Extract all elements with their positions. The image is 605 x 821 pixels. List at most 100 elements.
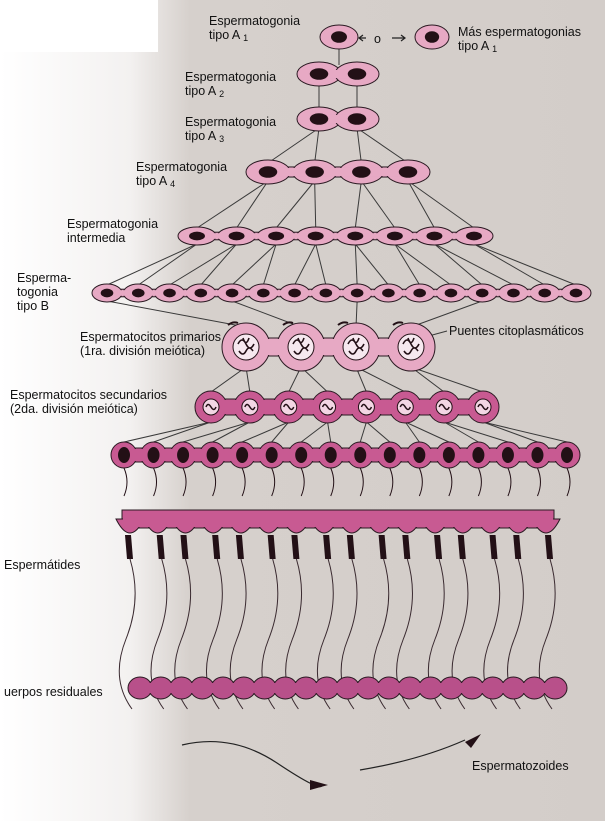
flagellum-line xyxy=(154,468,157,496)
lineage-line xyxy=(483,422,567,442)
flagellum-line xyxy=(508,468,511,496)
sperm-head xyxy=(379,535,387,559)
spermatid-nucleus xyxy=(384,447,396,463)
spermatid-nucleus xyxy=(118,447,130,463)
lineage-line xyxy=(170,244,237,285)
lineage-line xyxy=(366,422,389,442)
spermatogonia-intermediate-nucleus xyxy=(268,232,284,241)
lineage-line xyxy=(201,244,237,285)
spermatogonia-b-nucleus xyxy=(538,289,551,298)
lineage-line xyxy=(444,422,478,442)
spermatozoon-head xyxy=(310,780,328,790)
spermatogonia-b-nucleus xyxy=(226,289,239,298)
label-secondary: Espermatocitos secundarios (2da. divisió… xyxy=(10,388,167,416)
primary-nucleus xyxy=(233,334,259,360)
sperm-head xyxy=(434,535,442,559)
lineage-line xyxy=(395,244,451,285)
spermatid-nucleus xyxy=(148,447,160,463)
more-spermatogonia-a1-nucleus xyxy=(425,31,439,43)
spermatid-nucleus xyxy=(413,447,425,463)
elongated-band-fill xyxy=(123,511,553,527)
lineage-line xyxy=(237,181,268,228)
spermatid-nucleus xyxy=(472,447,484,463)
spermatid-bridge-fill xyxy=(124,449,567,461)
lineage-line xyxy=(295,244,316,285)
label-a4: Espermatogonia tipo A 4 xyxy=(136,160,227,191)
label-intermediate: Espermatogonia intermedia xyxy=(67,217,158,245)
sperm-head xyxy=(157,535,165,559)
spermatogonia-a4-nucleus xyxy=(259,166,277,178)
sperm-head xyxy=(347,535,355,559)
spermatogonia-a4-nucleus xyxy=(305,166,323,178)
spermatogonia-b-nucleus xyxy=(132,289,145,298)
label-a3: Espermatogonia tipo A 3 xyxy=(185,115,276,146)
primary-nucleus xyxy=(398,334,424,360)
sperm-head xyxy=(291,535,299,559)
sperm-head xyxy=(212,535,220,559)
lineage-line xyxy=(474,244,576,285)
sperm-head xyxy=(513,535,521,559)
lineage-line xyxy=(107,301,246,327)
primary-bridge-fill xyxy=(246,339,411,355)
sperm-head xyxy=(236,535,244,559)
spermatogonia-b-nucleus xyxy=(507,289,520,298)
lineage-line xyxy=(434,244,482,285)
spermatogonia-b-nucleus xyxy=(351,289,364,298)
flagellum-line xyxy=(449,468,452,496)
flagellum-line xyxy=(537,468,540,496)
lineage-line xyxy=(355,244,357,285)
spermatogonia-b-nucleus xyxy=(101,289,114,298)
lineage-line xyxy=(355,181,361,228)
flagellum-line xyxy=(567,468,570,496)
spermatogonia-intermediate-nucleus xyxy=(466,232,482,241)
spermatozoon-tail xyxy=(182,742,322,787)
spermatogonia-a2-nucleus xyxy=(310,68,328,80)
spermatogonia-intermediate-nucleus xyxy=(308,232,324,241)
lineage-line xyxy=(360,422,366,442)
arrow-left-icon xyxy=(359,35,366,41)
lineage-line xyxy=(444,422,508,442)
label-residual-bodies: uerpos residuales xyxy=(4,685,103,699)
sperm-head xyxy=(490,535,498,559)
spermatogonia-b-nucleus xyxy=(163,289,176,298)
spermatogonia-a1-nucleus xyxy=(331,31,347,43)
flagellum-line xyxy=(272,468,275,496)
residual-bridge-fill xyxy=(140,683,555,693)
lineage-line xyxy=(483,422,537,442)
flagellum-line xyxy=(390,468,393,496)
spermatid-nucleus xyxy=(236,447,248,463)
spermatid-nucleus xyxy=(207,447,219,463)
spermatogonia-intermediate-nucleus xyxy=(189,232,205,241)
spermatogonia-a3-nucleus xyxy=(348,113,366,125)
spermatid-nucleus xyxy=(561,447,573,463)
spermatid-nucleus xyxy=(325,447,337,463)
spermatogonia-b-nucleus xyxy=(570,289,583,298)
lineage-line xyxy=(242,422,289,442)
label-a1: Espermatogonia tipo A 1 xyxy=(209,14,300,45)
lineage-line xyxy=(411,367,483,392)
spermatogonia-b-nucleus xyxy=(195,289,208,298)
lineage-line xyxy=(138,244,197,285)
flagellum-line xyxy=(360,468,363,496)
spermatogonia-b-nucleus xyxy=(257,289,270,298)
spermatogonia-b-nucleus xyxy=(413,289,426,298)
lineage-line xyxy=(474,244,545,285)
spermatid-nucleus xyxy=(177,447,189,463)
spermatogonia-b-nucleus xyxy=(476,289,489,298)
flagellum-line xyxy=(301,468,304,496)
flagellum-line xyxy=(183,468,186,496)
spermatogonia-a3-nucleus xyxy=(310,113,328,125)
lineage-line xyxy=(154,422,211,442)
spermatogonia-a2-nucleus xyxy=(348,68,366,80)
flagellum-line xyxy=(478,468,481,496)
lineage-line xyxy=(357,128,408,163)
label-or: o xyxy=(374,32,381,46)
spermatogonia-intermediate-nucleus xyxy=(426,232,442,241)
spermatogonia-b-nucleus xyxy=(445,289,458,298)
sperm-head xyxy=(458,535,466,559)
spermatogonia-intermediate-nucleus xyxy=(229,232,245,241)
spermatogonia-a4-bridge-fill xyxy=(268,168,408,176)
lineage-line xyxy=(315,128,319,163)
flagellum-line xyxy=(213,468,216,496)
flagellum-line xyxy=(419,468,422,496)
